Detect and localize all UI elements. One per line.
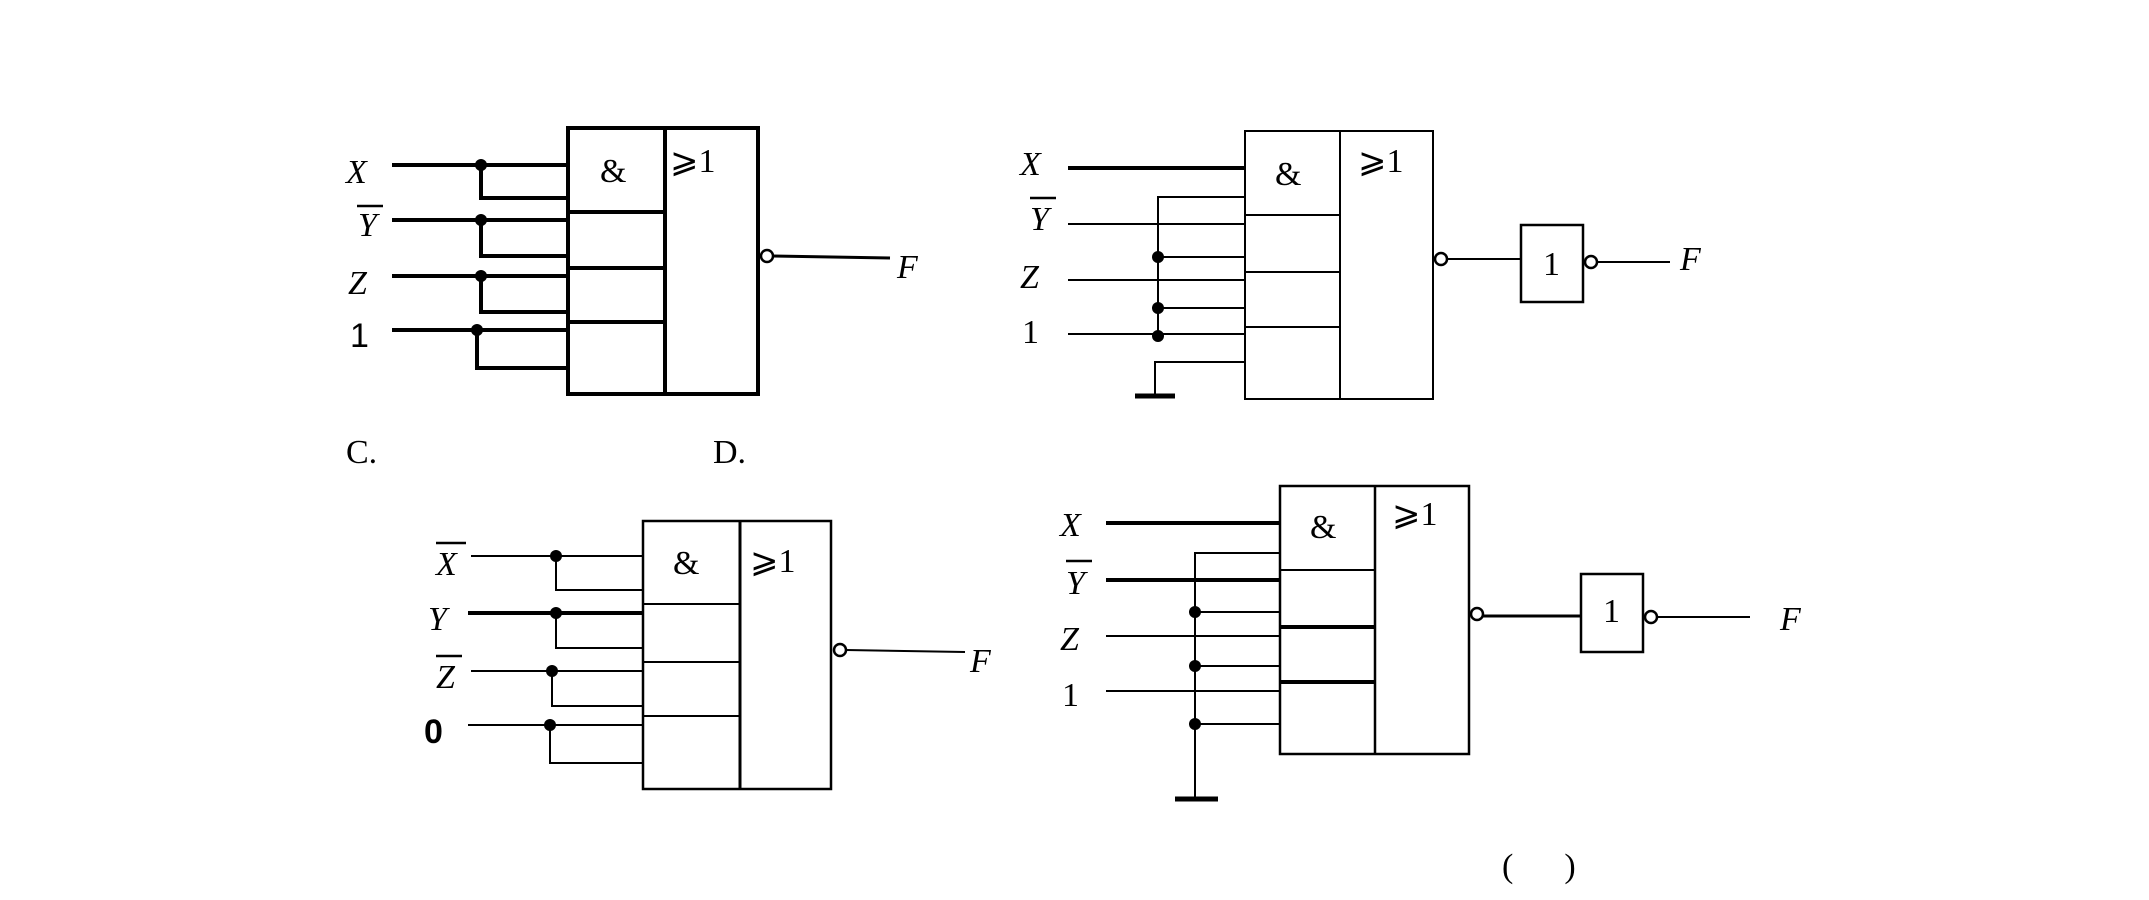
input-zero-label: 0 [424, 713, 443, 751]
output-wire [772, 254, 891, 260]
junction-dot [1152, 251, 1164, 263]
junction-dot [471, 324, 483, 336]
input-x-label: X [344, 154, 368, 191]
not-symbol: 1 [1603, 593, 1620, 630]
input-x-label: X [1058, 507, 1082, 544]
junction-dot [550, 550, 562, 562]
input-x-label: X [1018, 146, 1042, 183]
junction-dot [475, 214, 487, 226]
input-z-label: Z [436, 659, 456, 696]
input-wires [392, 163, 568, 370]
inversion-bubble [1643, 609, 1659, 625]
not-gate [1519, 223, 1585, 304]
not-gate [1579, 572, 1645, 654]
input-z-label: Z [1060, 621, 1080, 658]
not-symbol: 1 [1543, 246, 1560, 283]
diagram-bottom-left: X Y Z 0 & ⩾1 F [424, 519, 992, 791]
input-y-label: Y [1066, 565, 1088, 602]
or-symbol: ⩾1 [1392, 496, 1438, 533]
junction-dot [544, 719, 556, 731]
junction-dot [546, 665, 558, 677]
output-f-label: F [1679, 241, 1702, 278]
output-f-label: F [1779, 601, 1802, 638]
input-one-label: 1 [350, 317, 369, 355]
diagram-bottom-right: X Y Z 1 & ⩾1 [1058, 484, 1802, 802]
inversion-bubble [1583, 254, 1599, 270]
inversion-bubble [1433, 251, 1449, 267]
junction-dot [475, 159, 487, 171]
input-z-label: Z [348, 265, 368, 302]
or-symbol: ⩾1 [1358, 143, 1404, 180]
and-symbol: & [600, 153, 626, 190]
and-or-invert-gate [641, 519, 833, 791]
and-or-invert-gate [1244, 130, 1434, 400]
junction-dot [1152, 330, 1164, 342]
and-symbol: & [1310, 509, 1336, 546]
input-wires [468, 555, 643, 764]
input-one-label: 1 [1022, 314, 1039, 351]
input-y-label: Y [428, 601, 450, 638]
or-symbol: ⩾1 [750, 543, 796, 580]
and-or-invert-gate [1278, 484, 1471, 756]
junction-dot [1152, 302, 1164, 314]
junction-dot [1189, 718, 1201, 730]
and-symbol: & [673, 545, 699, 582]
diagram-top-right: X Y Z 1 & ⩾1 [1018, 130, 1702, 400]
and-or-invert-gate [566, 126, 760, 396]
junction-dot [550, 607, 562, 619]
diagram-top-left: X Y Z 1 & ⩾1 [344, 126, 919, 396]
answer-bracket: ( ) [1502, 848, 1576, 885]
output-f-label: F [969, 643, 992, 680]
input-y-label: Y [1030, 201, 1052, 238]
junction-dot [475, 270, 487, 282]
output-f-label: F [896, 249, 919, 286]
inversion-bubble [759, 248, 775, 264]
input-wires [1106, 521, 1280, 802]
input-one-label: 1 [1062, 677, 1079, 714]
input-y-label: Y [358, 207, 380, 244]
option-c-label: C. [346, 434, 377, 471]
and-symbol: & [1275, 156, 1301, 193]
or-symbol: ⩾1 [670, 143, 716, 180]
inversion-bubble [832, 642, 848, 658]
input-x-label: X [434, 546, 458, 583]
input-z-label: Z [1020, 259, 1040, 296]
inversion-bubble [1469, 606, 1485, 622]
input-wires [1068, 166, 1245, 399]
junction-dot [1189, 606, 1201, 618]
output-wire [845, 649, 966, 653]
option-d-label: D. [713, 434, 746, 471]
junction-dot [1189, 660, 1201, 672]
